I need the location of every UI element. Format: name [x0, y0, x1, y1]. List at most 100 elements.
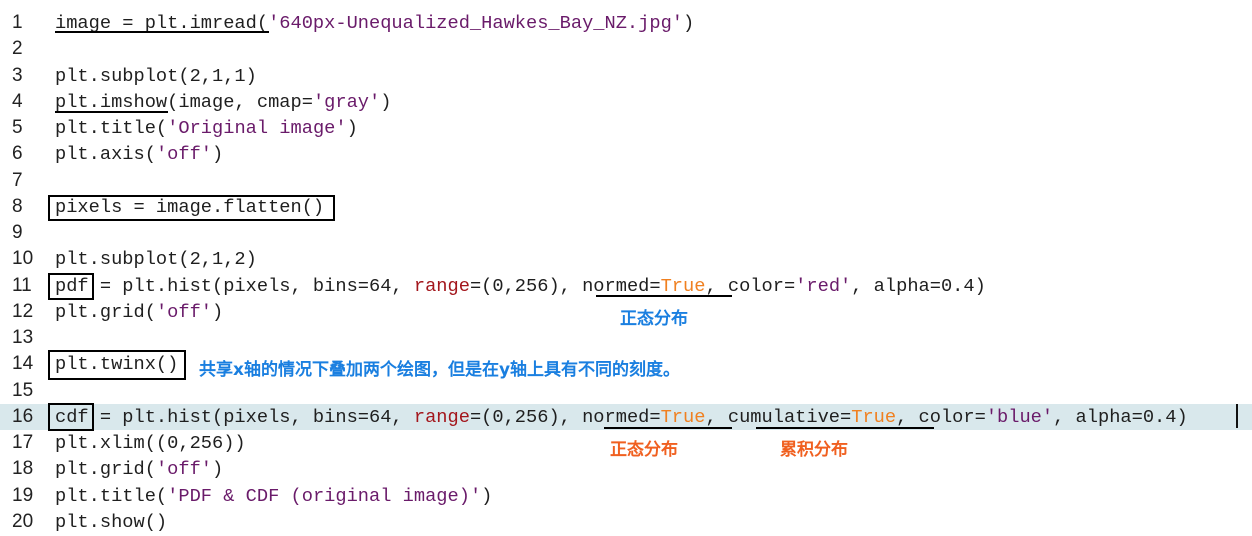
line-code: plt.title('Original image') — [55, 115, 358, 141]
code-line[interactable]: 13 — [0, 325, 1252, 351]
box-pdf — [48, 273, 94, 300]
code-token: pixels = image.flatten() — [55, 195, 325, 218]
note-normed-2: 正态分布 — [610, 440, 678, 460]
line-code: plt.show() — [55, 509, 167, 535]
code-line[interactable]: 16 cdf = plt.hist(pixels, bins=64, range=… — [0, 403, 1252, 430]
code-token: 'red' — [795, 274, 852, 297]
line-code: plt.title('PDF & CDF (original image)') — [55, 483, 492, 509]
line-number: 15 — [12, 379, 34, 401]
code-token: plt.subplot(2,1,2) — [55, 248, 257, 271]
code-token: plt.grid( — [55, 458, 156, 481]
code-token: plt.imshow(image, cmap= — [55, 90, 313, 113]
code-token: 'blue' — [985, 405, 1054, 428]
line-code: plt.grid('off') — [55, 456, 223, 482]
line-code: plt.twinx() — [55, 351, 178, 377]
code-line[interactable]: 3 plt.subplot(2,1,1) — [0, 63, 1252, 89]
code-line[interactable]: 8 pixels = image.flatten() — [0, 194, 1252, 220]
line-code: plt.grid('off') — [55, 299, 223, 325]
line-code: plt.axis('off') — [55, 141, 223, 167]
code-token: True — [660, 405, 706, 428]
code-token: ) — [212, 143, 224, 166]
code-token: ) — [380, 90, 392, 113]
underline-normed-1 — [596, 295, 732, 297]
code-token: plt.xlim((0,256)) — [55, 432, 246, 454]
code-token: =(0,256), normed= — [469, 405, 661, 428]
code-line[interactable]: 20 plt.show() — [0, 509, 1252, 535]
code-token: , cumulative= — [705, 405, 852, 428]
line-number: 18 — [12, 458, 34, 480]
line-number: 5 — [12, 117, 23, 138]
code-token: pdf = plt.hist(pixels, bins=64, — [55, 274, 414, 297]
line-number: 16 — [12, 405, 34, 427]
code-token: 'gray' — [312, 90, 381, 113]
code-line[interactable]: 10 plt.subplot(2,1,2) — [0, 246, 1252, 272]
code-token: plt.subplot(2,1,1) — [55, 64, 257, 87]
code-line[interactable]: 2 — [0, 36, 1252, 62]
code-token: plt.twinx() — [55, 353, 179, 376]
line-number: 8 — [12, 195, 23, 217]
code-token: , color= — [705, 274, 796, 297]
line-number: 10 — [12, 248, 34, 270]
underline-imread — [55, 31, 269, 33]
line-code: plt.subplot(2,1,2) — [55, 246, 257, 272]
line-code: pdf = plt.hist(pixels, bins=64, range=(0… — [55, 273, 986, 299]
box-cdf — [48, 403, 94, 431]
note-twinx: 共享x轴的情况下叠加两个绘图，但是在y轴上具有不同的刻度。 — [199, 360, 681, 380]
code-token: ) — [346, 117, 358, 139]
note-cumulative: 累积分布 — [780, 440, 848, 460]
code-token: 'off' — [155, 300, 213, 323]
line-code: plt.subplot(2,1,1) — [55, 63, 257, 89]
code-token: plt.show() — [55, 510, 168, 533]
line-number: 2 — [12, 38, 23, 60]
line-number: 12 — [12, 300, 34, 322]
code-line[interactable]: 5 plt.title('Original image') — [0, 115, 1252, 141]
code-line[interactable]: 18 plt.grid('off') — [0, 456, 1252, 482]
line-number: 19 — [12, 484, 34, 506]
code-line[interactable]: 7 — [0, 168, 1252, 194]
code-token: 'off' — [155, 458, 213, 481]
line-code: pixels = image.flatten() — [55, 194, 324, 220]
code-token: range — [413, 405, 470, 428]
code-token: range — [413, 274, 470, 297]
line-number: 6 — [12, 143, 23, 165]
code-token: cdf = plt.hist(pixels, bins=64, — [55, 405, 414, 428]
code-token: image = plt.imread( — [55, 12, 269, 34]
code-line[interactable]: 15 — [0, 378, 1252, 404]
code-token: True — [851, 405, 897, 428]
line-number: 3 — [12, 64, 23, 86]
code-token: ) — [683, 12, 695, 34]
code-token: , alpha=0.4) — [1053, 405, 1188, 428]
code-token: 'PDF & CDF (original image)' — [167, 484, 482, 507]
line-number: 13 — [12, 327, 34, 348]
box-twinx — [48, 350, 186, 380]
code-line[interactable]: 6 plt.axis('off') — [0, 141, 1252, 167]
box-flatten — [48, 195, 335, 221]
code-line[interactable]: 9 — [0, 220, 1252, 246]
code-token: ) — [212, 300, 224, 323]
code-token: plt.grid( — [55, 300, 156, 323]
code-line[interactable]: 19 plt.title('PDF & CDF (original image)'… — [0, 483, 1252, 509]
line-code: plt.xlim((0,256)) — [55, 430, 246, 456]
code-line[interactable]: 17 plt.xlim((0,256)) — [0, 430, 1252, 456]
code-token: plt.title( — [55, 117, 168, 139]
line-code: plt.imshow(image, cmap='gray') — [55, 89, 391, 115]
line-number: 14 — [12, 353, 34, 375]
text-cursor — [1236, 404, 1238, 428]
code-line[interactable]: 14 plt.twinx() — [0, 351, 1252, 377]
line-number: 20 — [12, 510, 34, 532]
code-token: , alpha=0.4) — [851, 274, 986, 297]
code-token: True — [660, 274, 706, 297]
code-token: 'off' — [155, 143, 213, 166]
line-number: 17 — [12, 432, 34, 453]
note-normed-1: 正态分布 — [620, 309, 688, 329]
underline-normed-2 — [604, 427, 732, 429]
code-line[interactable]: 12 plt.grid('off') — [0, 299, 1252, 325]
code-token: ) — [212, 458, 224, 481]
code-token: plt.axis( — [55, 143, 156, 166]
code-token: , color= — [896, 405, 986, 428]
underline-cumulative — [756, 427, 934, 429]
line-code: image = plt.imread('640px-Unequalized_Ha… — [55, 10, 694, 36]
